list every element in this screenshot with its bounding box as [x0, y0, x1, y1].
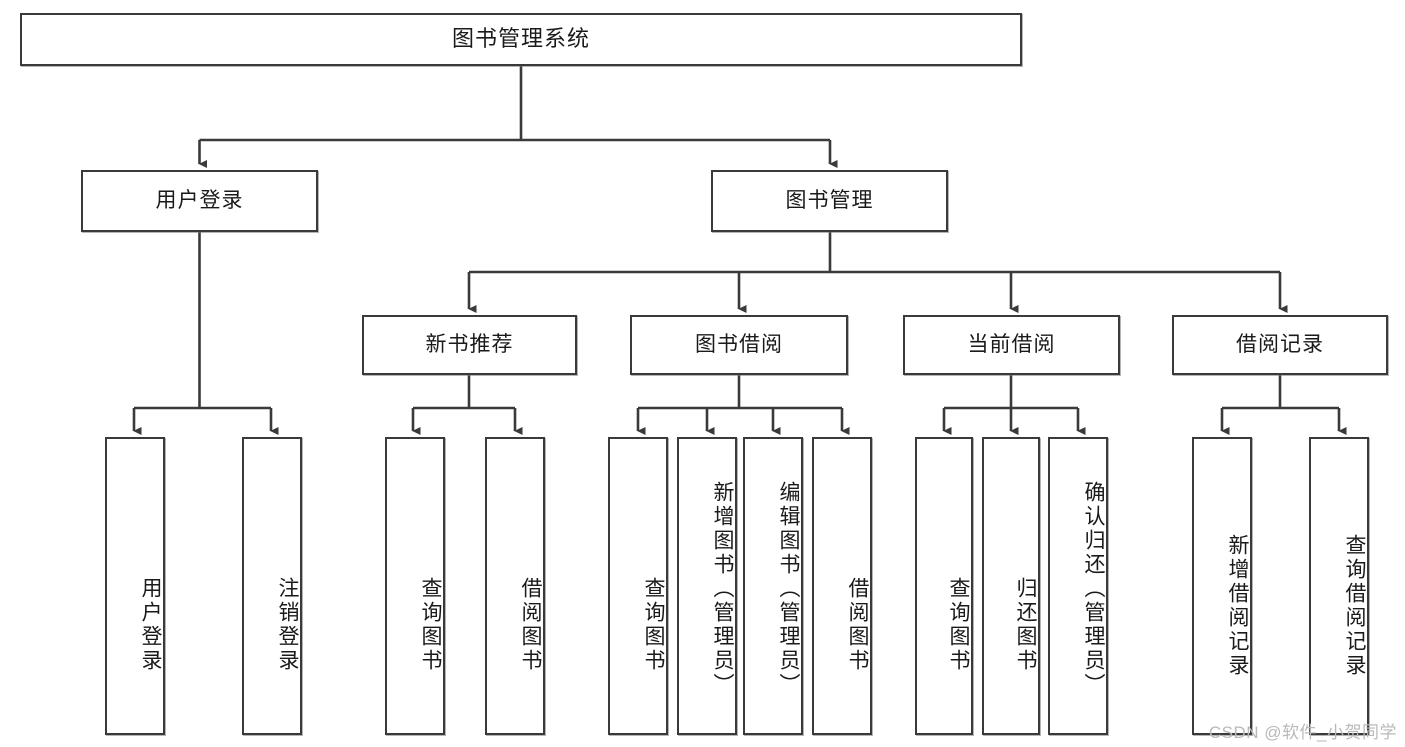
leaf-borrow-book-2[interactable]: 借阅图书: [812, 437, 872, 735]
csdn-watermark: CSDN @软件_小贺同学: [1208, 723, 1397, 742]
node-label: 注销登录: [276, 577, 299, 673]
node-label: 用户登录: [155, 189, 244, 213]
leaf-borrow-book-1[interactable]: 借阅图书: [485, 437, 545, 735]
node-label: 新书推荐: [425, 333, 514, 357]
leaf-edit-book[interactable]: 编辑图书（管理员）: [743, 437, 803, 735]
node-label: 用户登录: [139, 577, 162, 673]
node-label: 图书借阅: [695, 333, 783, 357]
node-root-system[interactable]: 图书管理系统: [20, 13, 1022, 66]
node-label: 图书管理系统: [451, 26, 590, 52]
node-label: 查询图书: [947, 577, 970, 673]
node-new-book-rec[interactable]: 新书推荐: [362, 315, 577, 375]
node-user-login[interactable]: 用户登录: [81, 170, 318, 232]
leaf-query-book-1[interactable]: 查询图书: [385, 437, 445, 735]
node-book-borrow[interactable]: 图书借阅: [630, 315, 848, 375]
leaf-add-book[interactable]: 新增图书（管理员）: [677, 437, 737, 735]
leaf-return-book[interactable]: 归还图书: [982, 437, 1040, 735]
node-label: 编辑图书（管理员）: [777, 481, 800, 697]
node-label: 借阅图书: [846, 577, 869, 673]
node-label: 确认归还（管理员）: [1082, 481, 1105, 697]
node-current-borrow[interactable]: 当前借阅: [903, 315, 1120, 375]
node-label: 借阅记录: [1236, 333, 1324, 357]
node-label: 归还图书: [1014, 577, 1037, 673]
leaf-query-record[interactable]: 查询借阅记录: [1309, 437, 1369, 735]
node-label: 当前借阅: [967, 333, 1056, 357]
node-label: 图书管理: [785, 189, 874, 213]
node-label: 新增借阅记录: [1226, 534, 1249, 678]
node-label: 新增图书（管理员）: [711, 481, 734, 697]
leaf-query-book-2[interactable]: 查询图书: [608, 437, 668, 735]
node-borrow-record[interactable]: 借阅记录: [1172, 315, 1388, 375]
leaf-query-book-3[interactable]: 查询图书: [915, 437, 973, 735]
leaf-confirm-return[interactable]: 确认归还（管理员）: [1048, 437, 1108, 735]
leaf-add-record[interactable]: 新增借阅记录: [1192, 437, 1252, 735]
node-label: 查询图书: [419, 577, 442, 673]
leaf-logout-login[interactable]: 注销登录: [242, 437, 302, 735]
node-book-manage[interactable]: 图书管理: [711, 170, 948, 232]
leaf-user-login[interactable]: 用户登录: [105, 437, 165, 735]
node-label: 查询图书: [642, 577, 665, 673]
node-label: 借阅图书: [519, 577, 542, 673]
node-label: 查询借阅记录: [1343, 534, 1366, 678]
